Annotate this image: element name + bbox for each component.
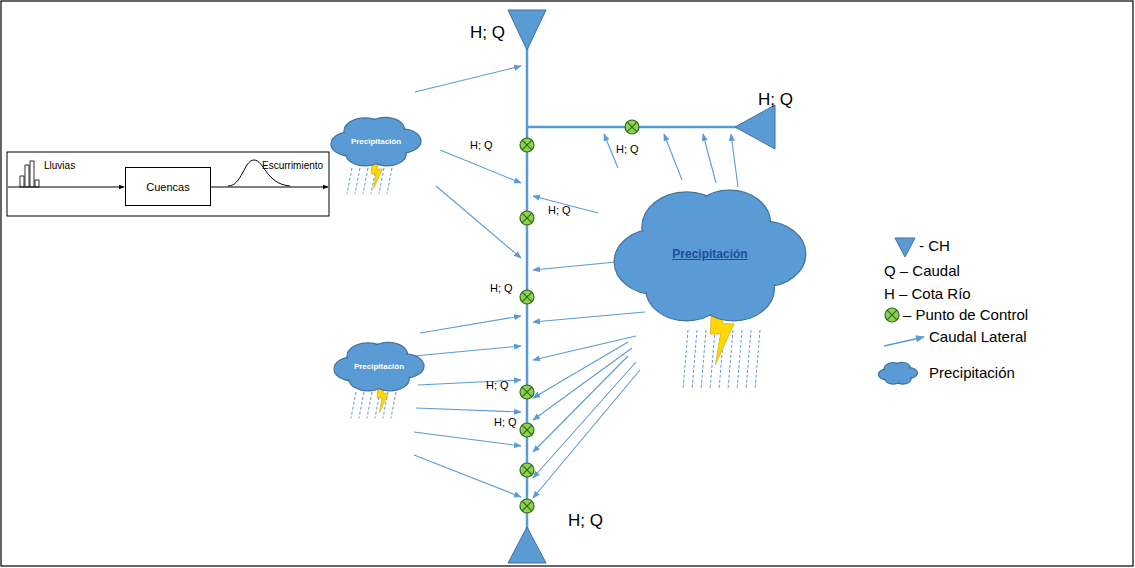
cloud-label: Precipitación	[354, 362, 404, 371]
stage-flow-label: H; Q	[470, 139, 493, 151]
lateral-arrow	[414, 432, 521, 446]
stage-flow-label: H; Q	[758, 91, 793, 110]
legend-entry: Caudal Lateral	[929, 329, 1027, 346]
stage-flow-label: H; Q	[490, 282, 513, 294]
cloud-shape	[334, 342, 424, 391]
legend-lateral-symbol	[884, 337, 924, 346]
lateral-arrow	[436, 186, 521, 258]
lateral-arrow	[533, 356, 628, 452]
precipitation-cloud: Precipitación	[612, 176, 808, 332]
cloud-label: Precipitación	[351, 137, 401, 146]
lateral-arrow	[414, 346, 521, 356]
lateral-arrow	[604, 134, 618, 168]
lateral-arrow	[703, 134, 716, 183]
lateral-arrow	[533, 312, 645, 322]
lateral-arrow	[731, 134, 738, 187]
lateral-arrow	[533, 262, 616, 270]
legend-entry: - CH	[919, 238, 950, 255]
lateral-arrow	[533, 362, 636, 478]
legend-ch-symbol	[895, 238, 915, 257]
stage-flow-label: H; Q	[486, 379, 509, 391]
legend-entry: Precipitación	[929, 365, 1015, 382]
cloud-shape	[331, 117, 421, 166]
legend-control-symbol	[885, 308, 899, 322]
lateral-arrow	[664, 134, 682, 180]
lateral-arrow	[440, 150, 521, 183]
model-label: Escurrimiento	[262, 160, 323, 171]
cloud-shape	[614, 190, 806, 321]
precipitation-cloud: Precipitación	[333, 337, 425, 395]
input-arrow	[8, 187, 124, 188]
legend-entry: H – Cota Río	[884, 286, 971, 303]
lateral-arrow	[415, 66, 521, 92]
stage-flow-label: H; Q	[494, 416, 517, 428]
control-points	[520, 120, 639, 513]
rain-bars	[20, 161, 39, 187]
legend-cloud-symbol	[878, 362, 917, 384]
cloud-shape	[878, 362, 917, 384]
stage-flow-label: H; Q	[616, 143, 639, 155]
stage-flow-label: H; Q	[548, 204, 571, 216]
precipitation-cloud: Precipitación	[330, 112, 422, 170]
model-label: Lluvias	[44, 160, 75, 171]
box-label: Cuencas	[146, 181, 189, 193]
cloud-label: Precipitación	[672, 247, 747, 261]
output-arrow	[211, 187, 328, 188]
legend-entry: – Punto de Control	[903, 307, 1028, 324]
lateral-arrow	[414, 455, 521, 497]
lateral-arrow	[420, 316, 521, 333]
stage-flow-label: H; Q	[568, 512, 603, 531]
legend-entry: Q – Caudal	[884, 263, 960, 280]
ch-station	[508, 10, 546, 50]
ch-station	[508, 527, 546, 563]
model-frame	[7, 152, 329, 216]
ch-station	[735, 105, 775, 149]
process-box: Cuencas	[125, 167, 211, 206]
lateral-arrow	[533, 370, 640, 498]
lateral-arrow	[416, 408, 521, 412]
stage-flow-label: H; Q	[470, 24, 505, 43]
